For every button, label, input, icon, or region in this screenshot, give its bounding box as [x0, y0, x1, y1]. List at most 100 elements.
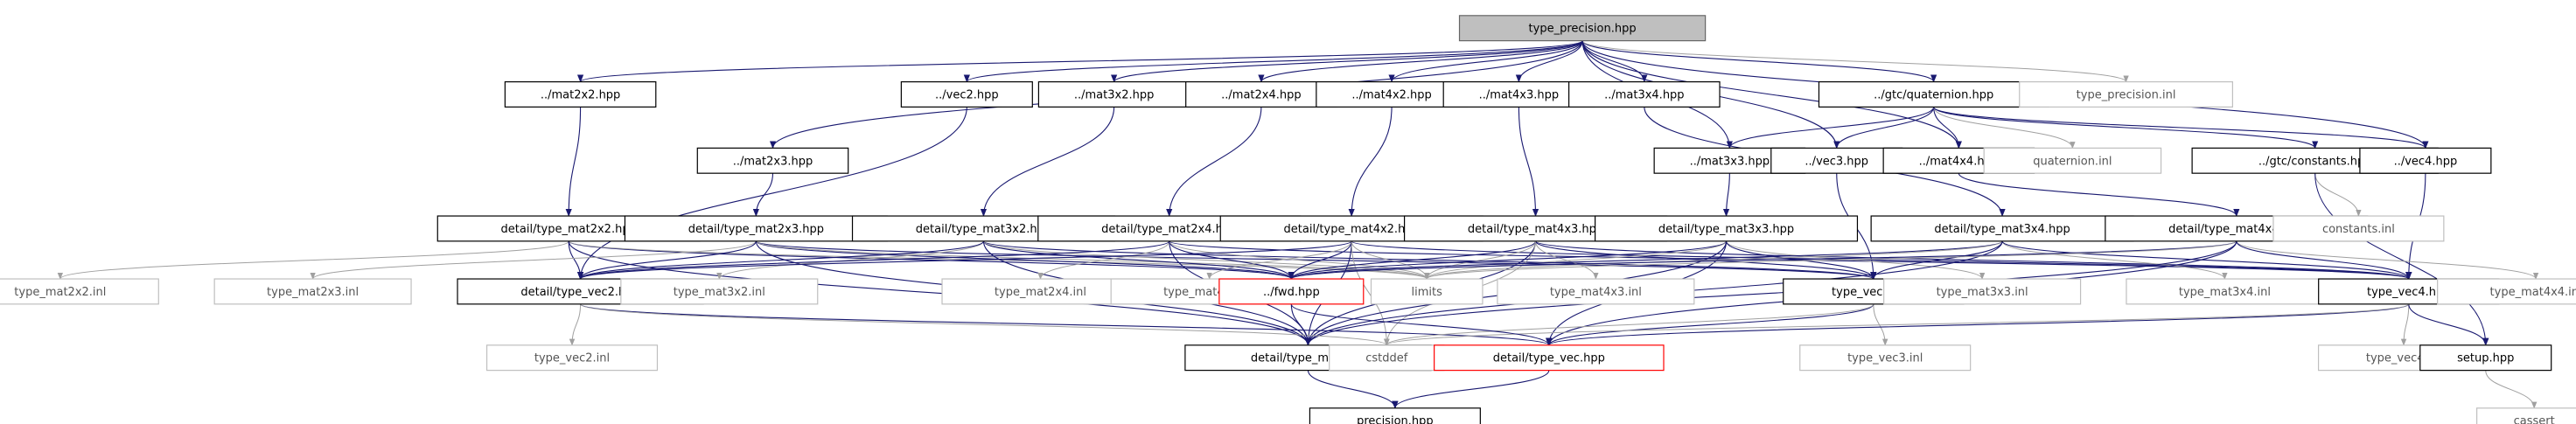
edge-tmat3x2-to-limits	[982, 240, 1430, 280]
node-label: type_precision.inl	[2077, 88, 2176, 101]
node-tmat3x4[interactable]: detail/type_mat3x4.hpp	[1870, 215, 2134, 242]
node-mat2x2[interactable]: ../mat2x2.hpp	[504, 80, 657, 108]
edge-tmat4x4-to-fwd	[1288, 240, 2237, 280]
edge-tmat4x3-to-tvec4	[1534, 240, 2412, 280]
edge-tmat3x3-to-m33inl	[1726, 240, 1986, 280]
edge-tmat3x4-to-tvec4	[2001, 240, 2412, 280]
node-box	[0, 278, 159, 305]
node-box	[1037, 80, 1190, 108]
node-label: type_mat2x3.inl	[267, 286, 359, 299]
node-m43inl: type_mat4x3.inl	[1497, 278, 1695, 305]
node-box	[1218, 278, 1365, 305]
node-box	[2019, 80, 2233, 108]
node-box	[1309, 407, 1481, 424]
node-setup[interactable]: setup.hpp	[2419, 344, 2552, 372]
edge-tmat4x2-to-tvec2	[577, 240, 1352, 280]
edge-tmat2x4-to-m24inl	[1037, 240, 1170, 280]
node-cstddef: cstddef	[1329, 344, 1445, 372]
node-tvec[interactable]: detail/type_vec.hpp	[1434, 344, 1665, 372]
edge-constants-to-setup	[2314, 173, 2489, 346]
node-tmat2x3[interactable]: detail/type_mat2x3.hpp	[624, 215, 888, 242]
edge-tmat4x2-to-cstddef	[1351, 240, 1390, 346]
node-label: ../mat4x4.hpp	[1919, 155, 1999, 168]
node-vec2[interactable]: ../vec2.hpp	[900, 80, 1033, 108]
edge-quat-to-vec4	[1933, 106, 2429, 149]
node-label: setup.hpp	[2457, 352, 2514, 365]
edge-root-to-mat4x2	[1388, 40, 1583, 83]
edge-quat-to-mat3x3	[1726, 107, 1935, 149]
node-label: detail/type_mat2x2.hpp	[501, 223, 637, 236]
node-label: detail/type_mat3x3.hpp	[1658, 223, 1794, 236]
edge-mat4x2-to-tmat4x2	[1348, 107, 1393, 217]
edge-fwd-to-tmat	[1290, 303, 1312, 346]
edge-mat3x2-to-tmat3x2	[980, 107, 1115, 217]
node-box	[1595, 215, 1859, 242]
edge-tvec3-to-tvec	[1546, 303, 1874, 346]
node-label: ../mat2x3.hpp	[733, 155, 813, 168]
node-label: ../vec4.hpp	[2394, 155, 2458, 168]
edge-tmat3x4-to-limits	[1424, 240, 2003, 280]
node-m34inl: type_mat3x4.inl	[2126, 278, 2324, 305]
node-box	[504, 80, 657, 108]
node-vec3[interactable]: ../vec3.hpp	[1770, 147, 1903, 174]
node-vec4[interactable]: ../vec4.hpp	[2359, 147, 2492, 174]
node-box	[485, 344, 659, 372]
node-box	[941, 278, 1140, 305]
node-label: detail/type_vec2.hpp	[520, 286, 639, 299]
node-label: type_mat3x4.inl	[2179, 286, 2271, 299]
edge-tmat4x2-to-limits	[1351, 240, 1430, 280]
edge-tmat2x4-to-fwd	[1169, 240, 1295, 280]
node-box	[1568, 80, 1721, 108]
node-v2inl: type_vec2.inl	[485, 344, 659, 372]
node-mat3x2[interactable]: ../mat3x2.hpp	[1037, 80, 1190, 108]
edge-tmat2x2-to-fwd	[568, 240, 1295, 280]
edge-tmat4x2-to-m42inl	[1206, 240, 1352, 280]
node-label: type_vec2.inl	[534, 352, 610, 365]
edge-mat2x2-to-tmat2x2	[565, 107, 582, 217]
node-label: ../mat4x3.hpp	[1479, 88, 1559, 101]
edge-tvec2-to-tvec	[580, 303, 1553, 346]
edge-tvec4-to-tvec	[1546, 303, 2410, 346]
edge-tmat2x2-to-tmat	[568, 240, 1311, 346]
node-label: detail/type_mat4x4.hpp	[2168, 223, 2304, 236]
node-quat[interactable]: ../gtc/quaternion.hpp	[1818, 80, 2049, 108]
node-fwd[interactable]: ../fwd.hpp	[1218, 278, 1365, 305]
node-mat2x3[interactable]: ../mat2x3.hpp	[696, 147, 849, 174]
node-label: ../mat3x2.hpp	[1074, 88, 1154, 101]
edge-fwd-to-tvec	[1290, 303, 1553, 346]
edge-quat-to-mat4x4	[1933, 107, 1962, 149]
edge-tmat2x4-to-limits	[1169, 240, 1430, 280]
node-box	[620, 278, 819, 305]
edge-tvec4-to-setup	[2408, 303, 2489, 346]
node-mat3x4[interactable]: ../mat3x4.hpp	[1568, 80, 1721, 108]
node-m22inl: type_mat2x2.inl	[0, 278, 159, 305]
node-box	[1497, 278, 1695, 305]
node-label: type_vec3.inl	[1847, 352, 1923, 365]
node-label: type_precision.hpp	[1529, 23, 1637, 36]
edge-tvec-to-precision	[1392, 370, 1550, 409]
node-box	[900, 80, 1033, 108]
node-cassert: cassert	[2475, 407, 2576, 424]
node-v3inl: type_vec3.inl	[1799, 344, 1972, 372]
edge-root-to-mat3x2	[1111, 40, 1583, 83]
edge-quat-to-constants	[1933, 106, 2319, 149]
node-label: ../mat3x3.hpp	[1690, 155, 1770, 168]
node-mat2x4[interactable]: ../mat2x4.hpp	[1185, 80, 1337, 108]
nodes-layer: type_precision.hpp ../mat2x2.hpp ../vec2.h…	[0, 15, 2576, 424]
node-box	[2437, 278, 2576, 305]
edge-tmat4x3-to-fwd	[1288, 240, 1537, 280]
node-box	[1818, 80, 2049, 108]
edge-tmat2x2-to-limits	[568, 240, 1430, 280]
node-root[interactable]: type_precision.hpp	[1458, 15, 1707, 42]
edge-constants-to-constinl	[2314, 173, 2362, 217]
node-box	[1434, 344, 1665, 372]
node-label: type_mat2x4.inl	[995, 286, 1086, 299]
node-box	[1983, 147, 2162, 174]
edge-root-to-mat2x2	[577, 40, 1583, 83]
node-label: detail/type_mat2x4.hpp	[1101, 223, 1237, 236]
node-precision[interactable]: precision.hpp	[1309, 407, 1481, 424]
node-tpinl: type_precision.inl	[2019, 80, 2233, 108]
node-label: type_mat4x3.inl	[1550, 286, 1642, 299]
node-tmat3x3[interactable]: detail/type_mat3x3.hpp	[1595, 215, 1859, 242]
